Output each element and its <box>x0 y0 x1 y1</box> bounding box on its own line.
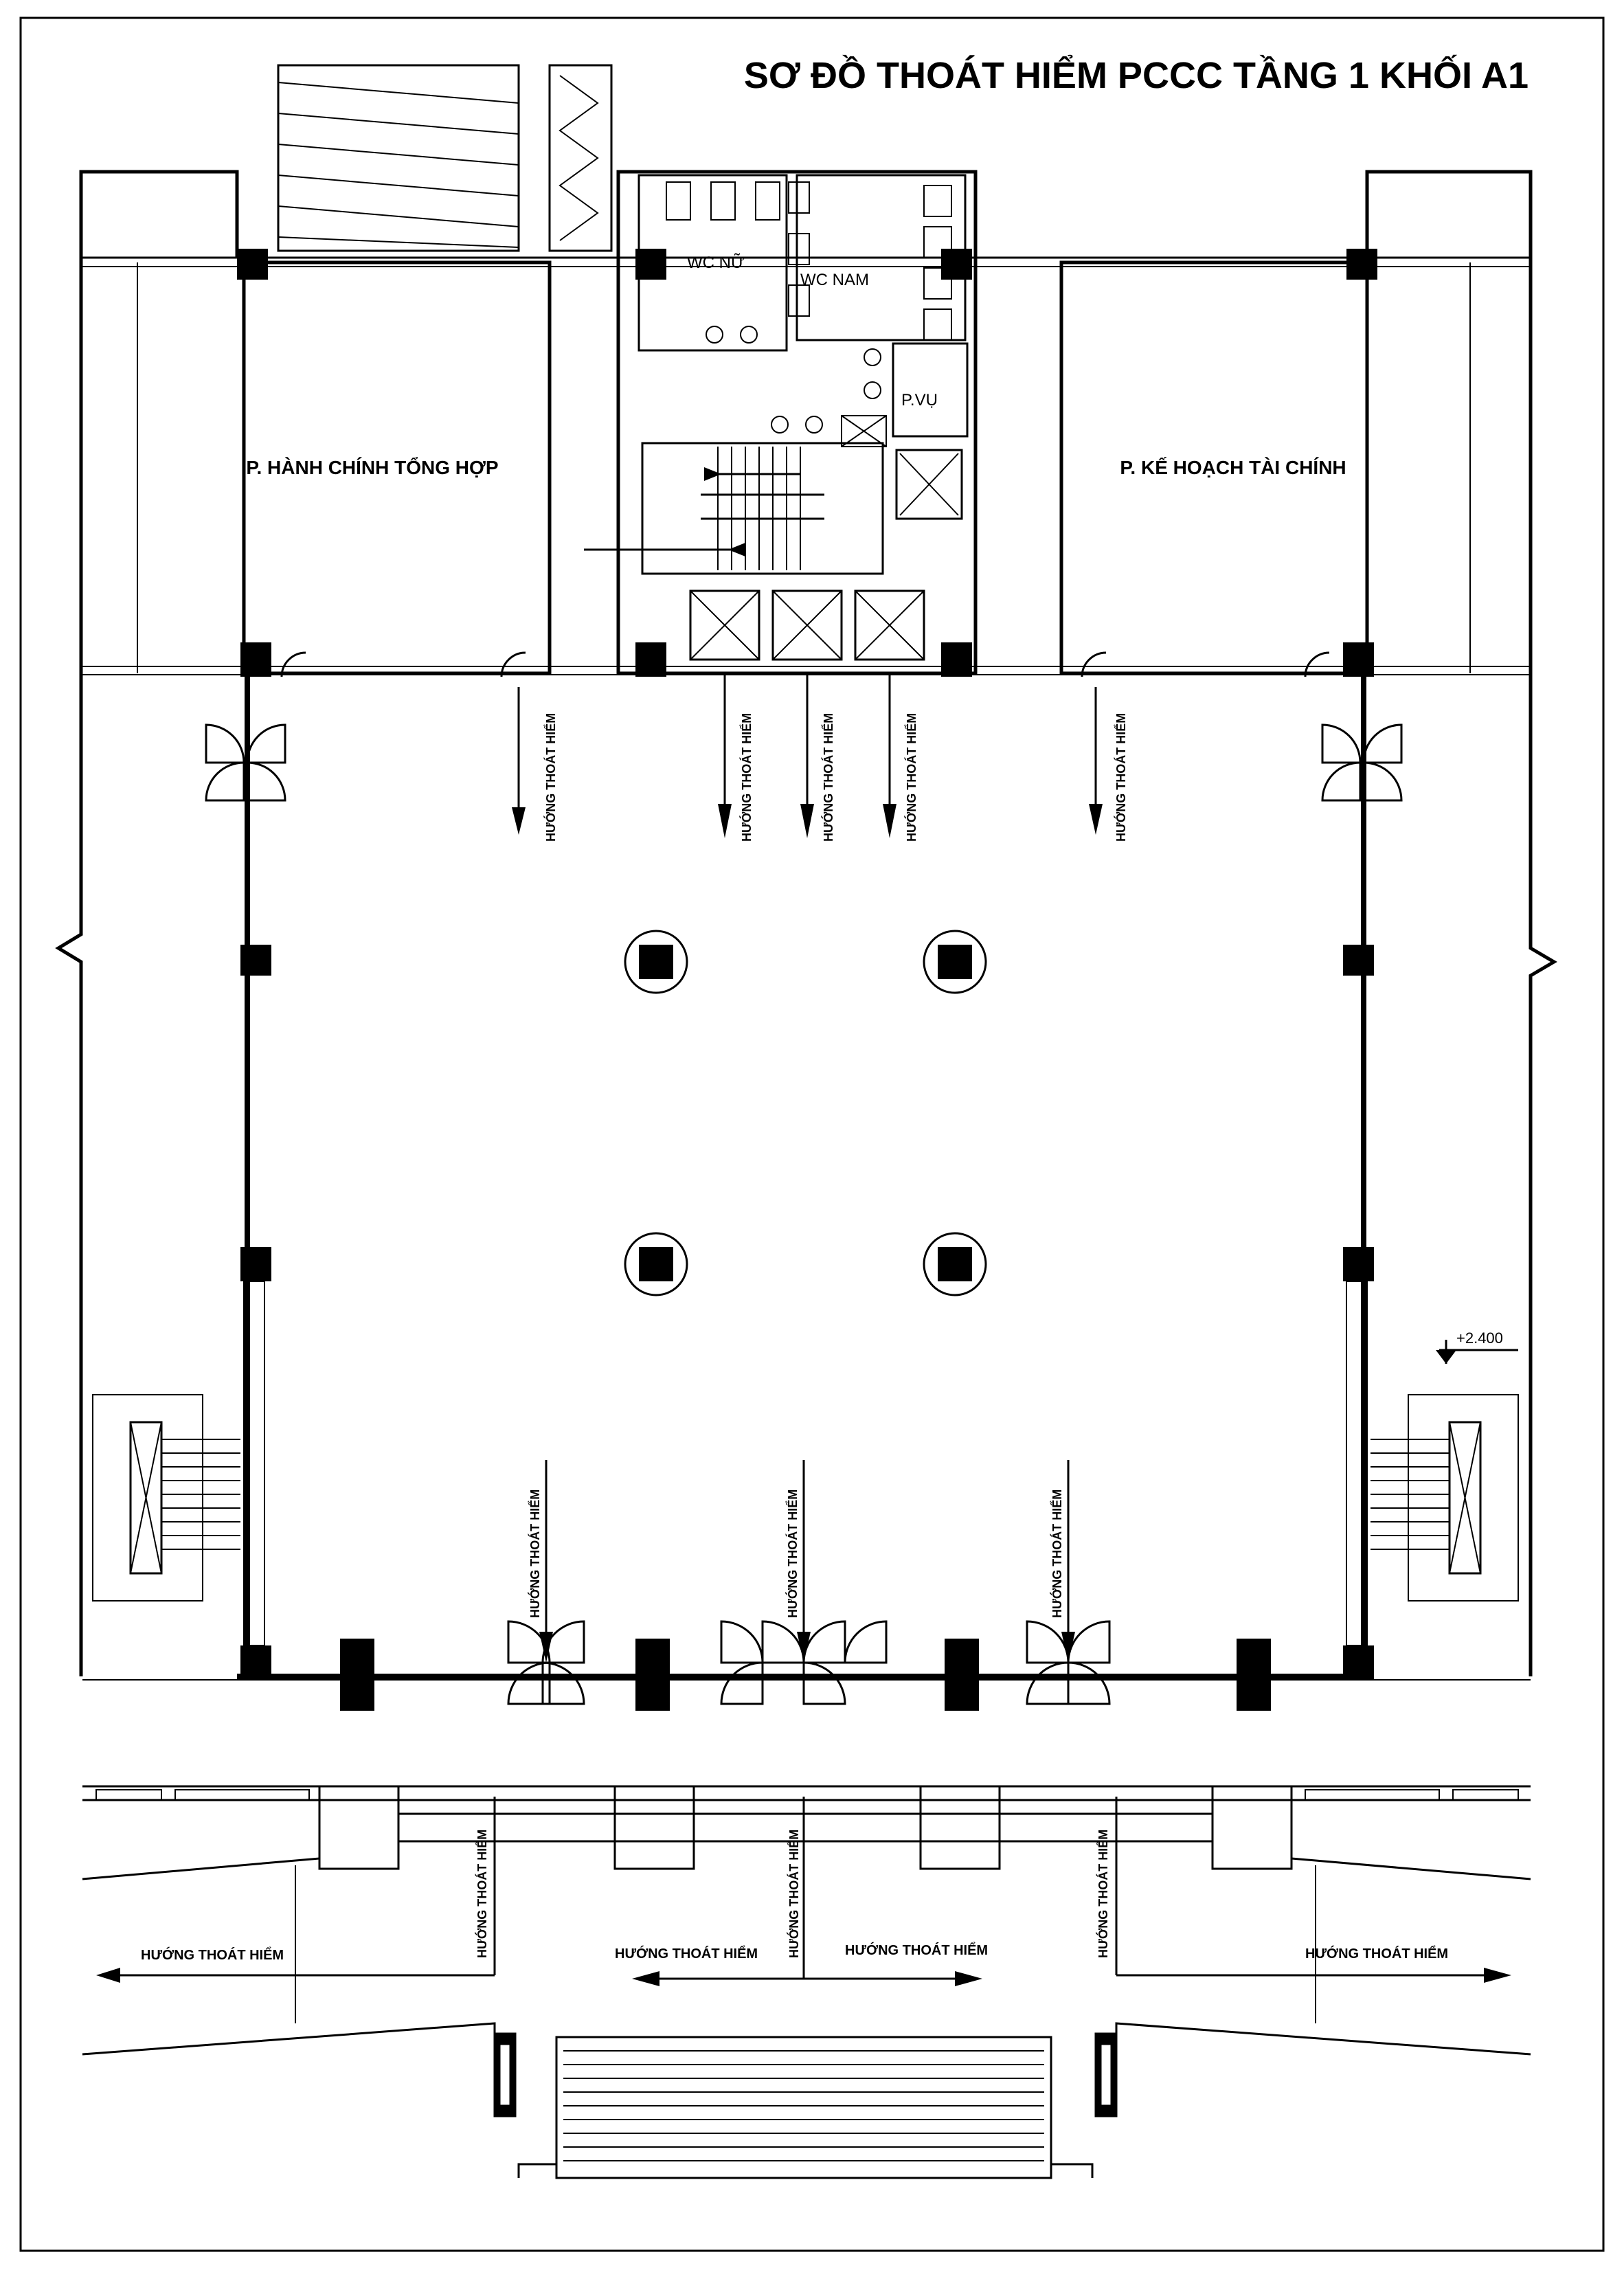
evac-label-door-3: HƯỚNG THOÁT HIỂM <box>1050 1490 1064 1618</box>
evac-arrow-door-1: HƯỚNG THOÁT HIỂM <box>528 1460 553 1663</box>
evac-label-door-2: HƯỚNG THOÁT HIỂM <box>785 1490 800 1618</box>
evac-arrow-top-4: HƯỚNG THOÁT HIỂM <box>883 673 918 842</box>
room-admin: P. HÀNH CHÍNH TỔNG HỢP <box>242 260 552 675</box>
outer-walls <box>55 170 1557 1676</box>
evac-arrow-terrace-center: HƯỚNG THOÁT HIỂM HƯỚNG THOÁT HIỂM HƯỚNG … <box>615 1797 988 1986</box>
evac-arrow-top-5: HƯỚNG THOÁT HIỂM <box>1089 687 1128 842</box>
evac-label-top-3: HƯỚNG THOÁT HIỂM <box>821 713 835 842</box>
room-finance-label: P. KẾ HOẠCH TÀI CHÍNH <box>1120 457 1346 478</box>
service-room-label: P.VỤ <box>901 391 938 409</box>
service-core: WC NỮ WC NAM P.VỤ <box>584 170 978 675</box>
wc-male-label: WC NAM <box>800 271 869 289</box>
evac-arrow-terrace-right: HƯỚNG THOÁT HIỂM HƯỚNG THOÁT HIỂM <box>1096 1797 1511 1983</box>
evac-label-top-4: HƯỚNG THOÁT HIỂM <box>904 713 918 842</box>
evac-arrow-door-3: HƯỚNG THOÁT HIỂM <box>1050 1460 1075 1663</box>
evac-label-door-1: HƯỚNG THOÁT HIỂM <box>528 1490 542 1618</box>
evac-label-terrace-right-v: HƯỚNG THOÁT HIỂM <box>1096 1830 1110 1958</box>
evac-label-terrace-center-v: HƯỚNG THOÁT HIỂM <box>787 1830 801 1958</box>
evac-label-terrace-center-l: HƯỚNG THOÁT HIỂM <box>615 1945 758 1962</box>
level-marker: +2.400 <box>1436 1329 1518 1364</box>
hall-walls <box>82 673 1531 1681</box>
evac-arrow-top-1: HƯỚNG THOÁT HIỂM <box>512 687 558 842</box>
front-terrace <box>82 1785 1531 2117</box>
plan-title: SƠ ĐỒ THOÁT HIỂM PCCC TẦNG 1 KHỐI A1 <box>744 55 1529 96</box>
evac-arrow-top-2: HƯỚNG THOÁT HIỂM <box>718 673 754 842</box>
level-label: +2.400 <box>1456 1329 1503 1347</box>
wc-female-label: WC NỮ <box>687 253 745 272</box>
evac-label-terrace-right-h: HƯỚNG THOÁT HIỂM <box>1305 1945 1448 1962</box>
evac-label-top-1: HƯỚNG THOÁT HIỂM <box>543 713 558 842</box>
evac-label-terrace-center-r: HƯỚNG THOÁT HIỂM <box>845 1942 988 1958</box>
entrance-stair <box>517 2036 1094 2179</box>
evac-label-terrace-left-v: HƯỚNG THOÁT HIỂM <box>475 1830 489 1958</box>
room-admin-label: P. HÀNH CHÍNH TỔNG HỢP <box>246 457 498 478</box>
side-stairs <box>92 1394 1519 1602</box>
evac-label-top-5: HƯỚNG THOÁT HIỂM <box>1114 713 1128 842</box>
evac-label-terrace-left-h: HƯỚNG THOÁT HIỂM <box>141 1946 284 1963</box>
evac-arrow-door-2: HƯỚNG THOÁT HIỂM <box>785 1460 811 1663</box>
evac-label-top-2: HƯỚNG THOÁT HIỂM <box>739 713 754 842</box>
room-finance: P. KẾ HOẠCH TÀI CHÍNH <box>1059 260 1369 675</box>
evac-arrow-top-3: HƯỚNG THOÁT HIỂM <box>800 673 835 842</box>
evac-arrow-terrace-left: HƯỚNG THOÁT HIỂM HƯỚNG THOÁT HIỂM <box>96 1797 496 1983</box>
top-stair <box>277 64 613 252</box>
page-border <box>19 16 1605 2252</box>
